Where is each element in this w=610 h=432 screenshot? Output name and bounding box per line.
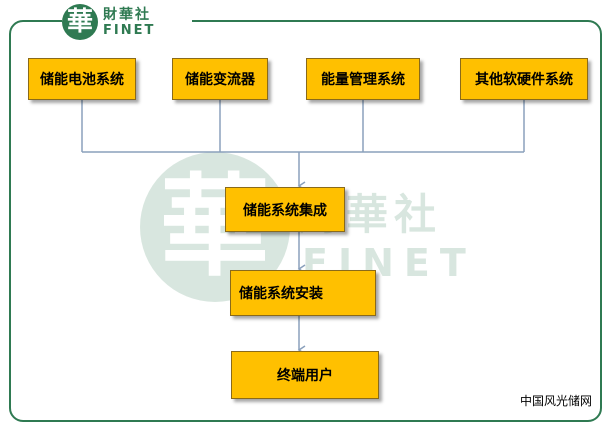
node-other-systems: 其他软硬件系统	[460, 58, 588, 100]
node-system-integration: 储能系统集成	[225, 187, 345, 232]
logo-name-cn: 財華社	[103, 6, 151, 23]
source-credit: 中国风光储网	[520, 394, 593, 408]
finet-logo: 華 財華社 FINET	[62, 4, 192, 40]
logo-text: 財華社 FINET	[103, 7, 155, 38]
node-end-user: 终端用户	[231, 351, 379, 399]
logo-name-en: FINET	[103, 22, 156, 38]
node-energy-management: 能量管理系统	[306, 58, 420, 100]
diagram-frame	[9, 20, 602, 422]
node-system-installation: 储能系统安装	[230, 270, 376, 316]
node-power-converter: 储能变流器	[172, 58, 268, 100]
logo-seal: 華	[62, 4, 98, 40]
node-battery-system: 储能电池系统	[28, 58, 136, 100]
